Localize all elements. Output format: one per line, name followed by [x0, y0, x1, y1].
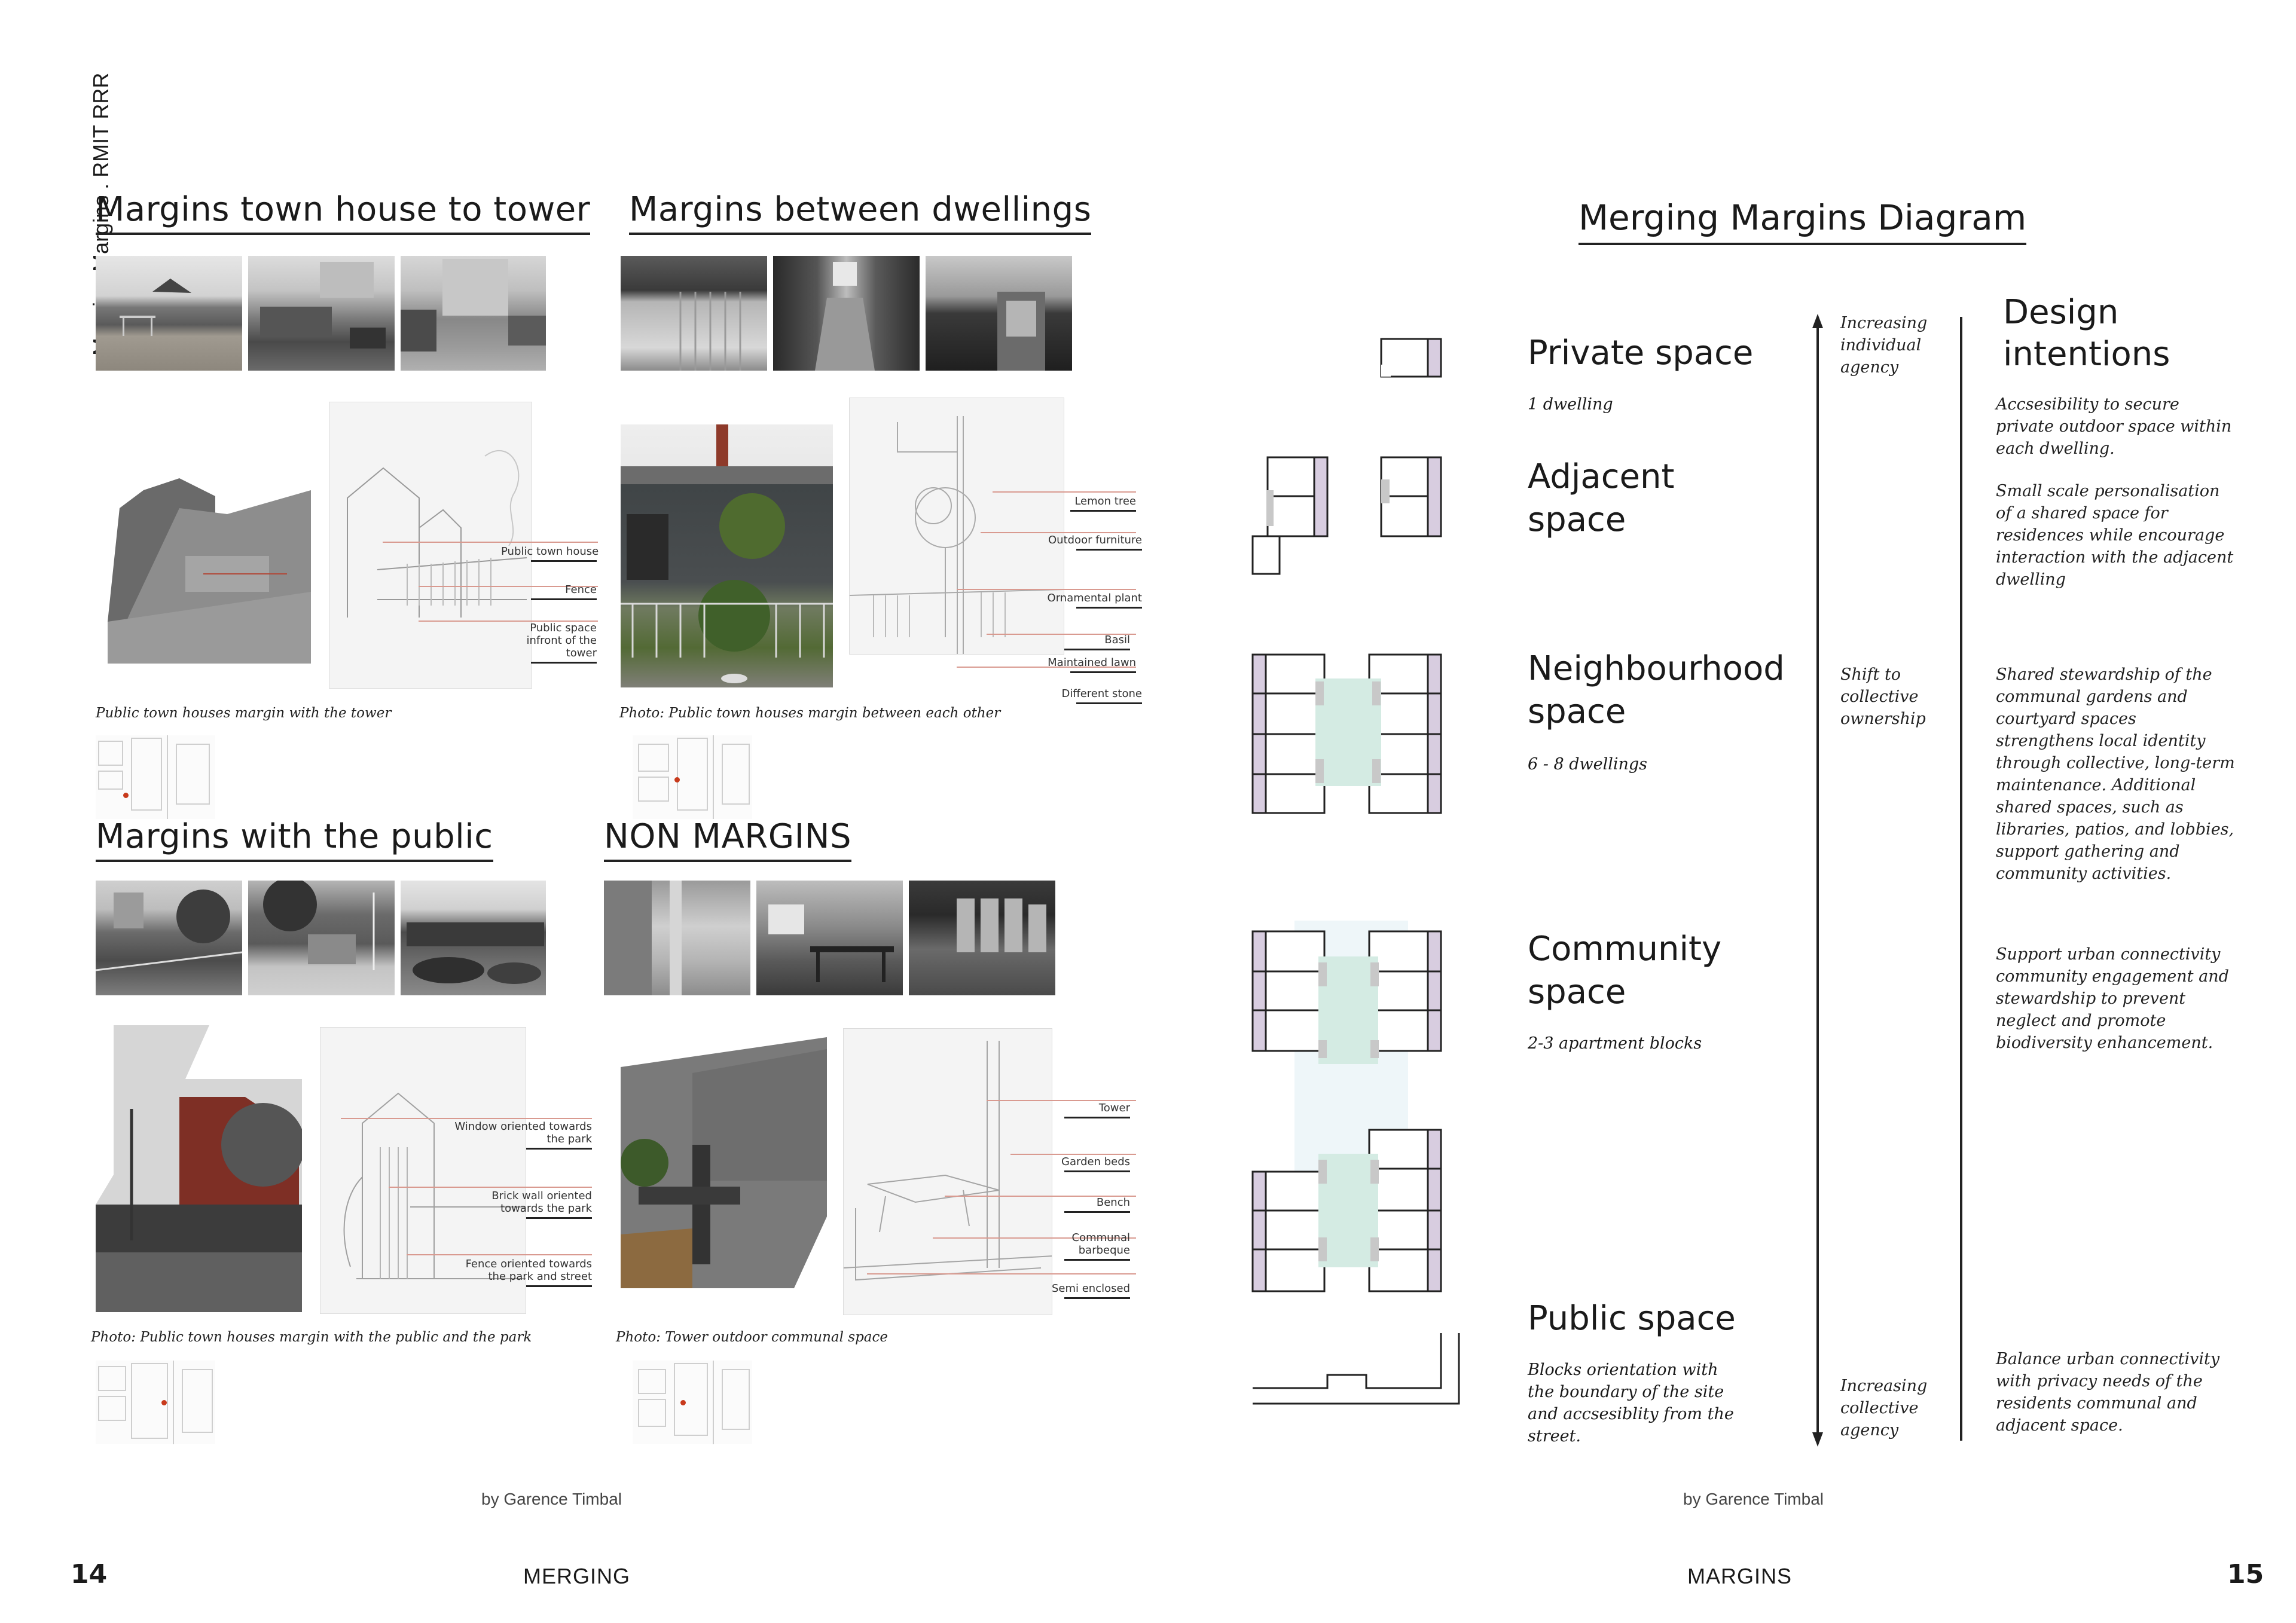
- intent-neighbourhood: Shared stewardship of the communal garde…: [1996, 665, 2235, 883]
- label-bench: Bench: [1040, 1196, 1130, 1213]
- caption-between-dwellings: Photo: Public town houses margin between…: [619, 705, 1001, 721]
- label-maintained-lawn: Maintained lawn: [1028, 656, 1136, 673]
- space-name-adjacent: Adjacent space: [1528, 457, 1675, 539]
- label-semi-enclosed: Semi enclosed: [1040, 1282, 1130, 1299]
- caption-townhouse-tower: Public town houses margin with the tower: [96, 705, 392, 721]
- sketch-non-margins: [843, 1028, 1052, 1315]
- photo-public-cutout: [96, 1025, 302, 1312]
- label-lemon-tree: Lemon tree: [1028, 495, 1136, 512]
- keymap-non-margins: [633, 1361, 752, 1444]
- label-brick-wall-oriented: Brick wall oriented towards the park: [454, 1190, 592, 1219]
- byline-left: by Garence Timbal: [481, 1490, 622, 1508]
- intent-private: Accsesibility to secure private outdoor …: [1996, 395, 2232, 458]
- space-name-neighbourhood: Neighbourhood space: [1528, 649, 1785, 731]
- diagram-title: Merging Margins Diagram: [1578, 197, 2027, 245]
- intent-public: Balance urban connectivity with privacy …: [1996, 1350, 2220, 1435]
- sketch-townhouse-tower: [329, 402, 532, 689]
- photo-street-tower: [248, 256, 395, 371]
- photo-dwelling-fence: [621, 256, 767, 371]
- space-sub-community: 2-3 apartment blocks: [1528, 1034, 1702, 1053]
- page-number-right: 15: [2227, 1559, 2264, 1590]
- photo-communal-cutout: [621, 1037, 827, 1288]
- byline-right: by Garence Timbal: [1683, 1490, 1824, 1508]
- label-fence-oriented: Fence oriented towards the park and stre…: [454, 1258, 592, 1287]
- section-title-non-margins: NON MARGINS: [604, 817, 852, 862]
- space-name-community: Community space: [1528, 930, 1722, 1011]
- keymap-with-public: [96, 1361, 215, 1444]
- agency-axis-arrow: [1812, 314, 1823, 1447]
- label-basil: Basil: [1028, 634, 1130, 650]
- caption-non-margins: Photo: Tower outdoor communal space: [616, 1329, 889, 1345]
- label-window-oriented: Window oriented towards the park: [454, 1120, 592, 1150]
- label-public-town-house: Public town house: [501, 545, 599, 562]
- photo-dwelling-front-garden: [621, 424, 833, 687]
- keymap-between-dwellings: [633, 735, 752, 819]
- label-public-space-tower: Public space infront of the tower: [501, 622, 597, 664]
- space-sub-neighbourhood: 6 - 8 dwellings: [1528, 755, 1648, 774]
- photo-corridor: [773, 256, 920, 371]
- section-title-between-dwellings: Margins between dwellings: [629, 190, 1092, 235]
- label-tower: Tower: [1040, 1102, 1130, 1118]
- intentions-divider: [1960, 317, 1962, 1441]
- space-sub-public: Blocks orientation with the boundary of …: [1528, 1361, 1734, 1445]
- photo-doorway: [926, 256, 1072, 371]
- margins-diagram-drawings: [1251, 338, 1460, 1405]
- space-name-private: Private space: [1528, 334, 1754, 372]
- label-different-stone: Different stone: [1028, 687, 1142, 704]
- sketch-between-dwellings: [849, 398, 1064, 655]
- photo-road-tower: [401, 256, 546, 371]
- photo-common-room: [756, 881, 903, 995]
- caption-with-public: Photo: Public town houses margin with th…: [91, 1329, 532, 1345]
- photo-lobby-windows: [909, 881, 1055, 995]
- design-intentions-heading: Design intentions: [2003, 293, 2170, 374]
- agency-mid-label: Shift to collective ownership: [1840, 665, 1926, 728]
- label-fence: Fence: [501, 583, 597, 600]
- agency-bottom-label: Increasing collective agency: [1840, 1377, 1928, 1439]
- agency-top-label: Increasing individual agency: [1840, 314, 1928, 377]
- photo-park-edge: [96, 881, 242, 995]
- photo-public-path: [248, 881, 395, 995]
- section-title-with-public: Margins with the public: [96, 817, 493, 862]
- space-sub-private: 1 dwelling: [1528, 395, 1613, 414]
- label-garden-beds: Garden beds: [1040, 1156, 1130, 1172]
- section-title-townhouse-tower: Margins town house to tower: [96, 190, 591, 235]
- photo-townhouse-cutout: [108, 472, 311, 664]
- intent-adjacent: Small scale personalisation of a shared …: [1996, 482, 2234, 589]
- footer-left: MERGING: [523, 1564, 631, 1588]
- footer-right: MARGINS: [1687, 1564, 1793, 1588]
- label-communal-barbeque: Communal barbeque: [1040, 1231, 1131, 1261]
- photo-townhouse-yard: [96, 256, 242, 371]
- page-number-left: 14: [71, 1559, 108, 1590]
- label-ornamental-plant: Ornamental plant: [1028, 592, 1142, 609]
- label-outdoor-furniture: Outdoor furniture: [1028, 534, 1142, 551]
- keymap-townhouse-tower: [96, 735, 215, 819]
- space-name-public: Public space: [1528, 1299, 1736, 1338]
- intent-community: Support urban connectivity community eng…: [1996, 945, 2229, 1052]
- photo-car-park: [401, 881, 546, 995]
- photo-tower-base: [604, 881, 750, 995]
